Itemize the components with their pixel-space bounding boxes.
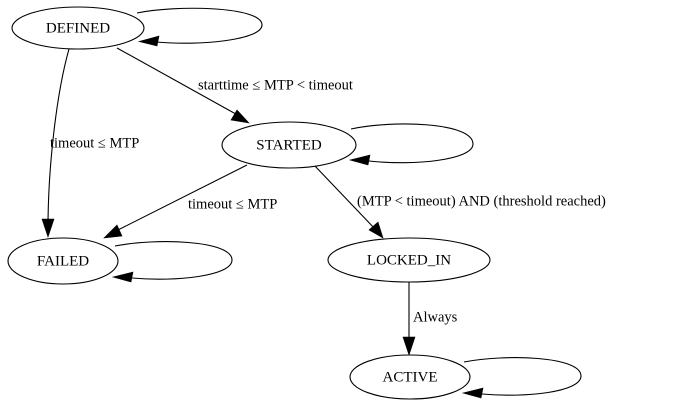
state-node-active[interactable]: ACTIVE (349, 354, 471, 400)
edge-active-self (461, 357, 582, 399)
edge-started-self (348, 123, 474, 166)
state-ellipse-active (349, 354, 471, 400)
edge-defined-to-started: starttime ≤ MTP < timeout (116, 47, 353, 124)
state-node-started[interactable]: STARTED (221, 121, 357, 169)
edge-active-self-arrowhead (461, 387, 484, 399)
edge-started-to-locked-in-path (313, 164, 377, 231)
edge-active-self-path (463, 357, 582, 396)
edge-label-defined-to-started: starttime ≤ MTP < timeout (198, 77, 353, 93)
edge-defined-to-started-arrowhead (230, 109, 250, 124)
edge-defined-self-path (136, 7, 263, 44)
state-ellipse-started (221, 121, 357, 169)
edge-defined-to-failed: timeout ≤ MTP (41, 48, 139, 238)
state-node-locked-in[interactable]: LOCKED_IN (327, 237, 491, 283)
state-node-defined[interactable]: DEFINED (11, 6, 145, 50)
edge-failed-self-arrowhead (111, 271, 134, 283)
edge-defined-to-failed-arrowhead (41, 218, 55, 238)
state-ellipse-locked-in (327, 237, 491, 283)
state-ellipse-failed (7, 237, 119, 285)
edge-label-started-to-locked-in: (MTP < timeout) AND (threshold reached) (357, 193, 606, 209)
edge-started-to-failed-arrowhead (103, 224, 123, 239)
edge-started-self-path (350, 123, 474, 164)
edge-locked-in-to-active: Always (402, 282, 458, 356)
edge-failed-self (111, 241, 233, 283)
edge-started-to-failed: timeout ≤ MTP (103, 164, 277, 239)
edge-label-defined-to-failed: timeout ≤ MTP (50, 135, 139, 151)
state-ellipse-defined (11, 6, 145, 50)
edge-started-to-failed-path (111, 164, 248, 234)
edge-defined-to-started-path (116, 47, 244, 119)
edge-started-self-arrowhead (348, 154, 371, 166)
state-label-started: STARTED (256, 137, 322, 153)
state-label-defined: DEFINED (46, 20, 110, 36)
edge-defined-self-arrowhead (137, 35, 160, 47)
edge-failed-self-path (114, 241, 233, 280)
state-label-failed: FAILED (37, 253, 89, 269)
edge-defined-self (136, 7, 263, 47)
edge-label-started-to-failed: timeout ≤ MTP (188, 196, 277, 212)
state-node-failed[interactable]: FAILED (7, 237, 119, 285)
edge-started-to-locked-in: (MTP < timeout) AND (threshold reached) (313, 164, 606, 239)
state-label-active: ACTIVE (383, 369, 438, 385)
state-label-locked-in: LOCKED_IN (367, 252, 451, 268)
edge-locked-in-to-active-arrowhead (402, 336, 416, 356)
edge-defined-to-failed-path (47, 48, 70, 229)
edge-label-locked-in-to-active: Always (413, 309, 458, 325)
edge-started-to-locked-in-arrowhead (368, 221, 384, 239)
